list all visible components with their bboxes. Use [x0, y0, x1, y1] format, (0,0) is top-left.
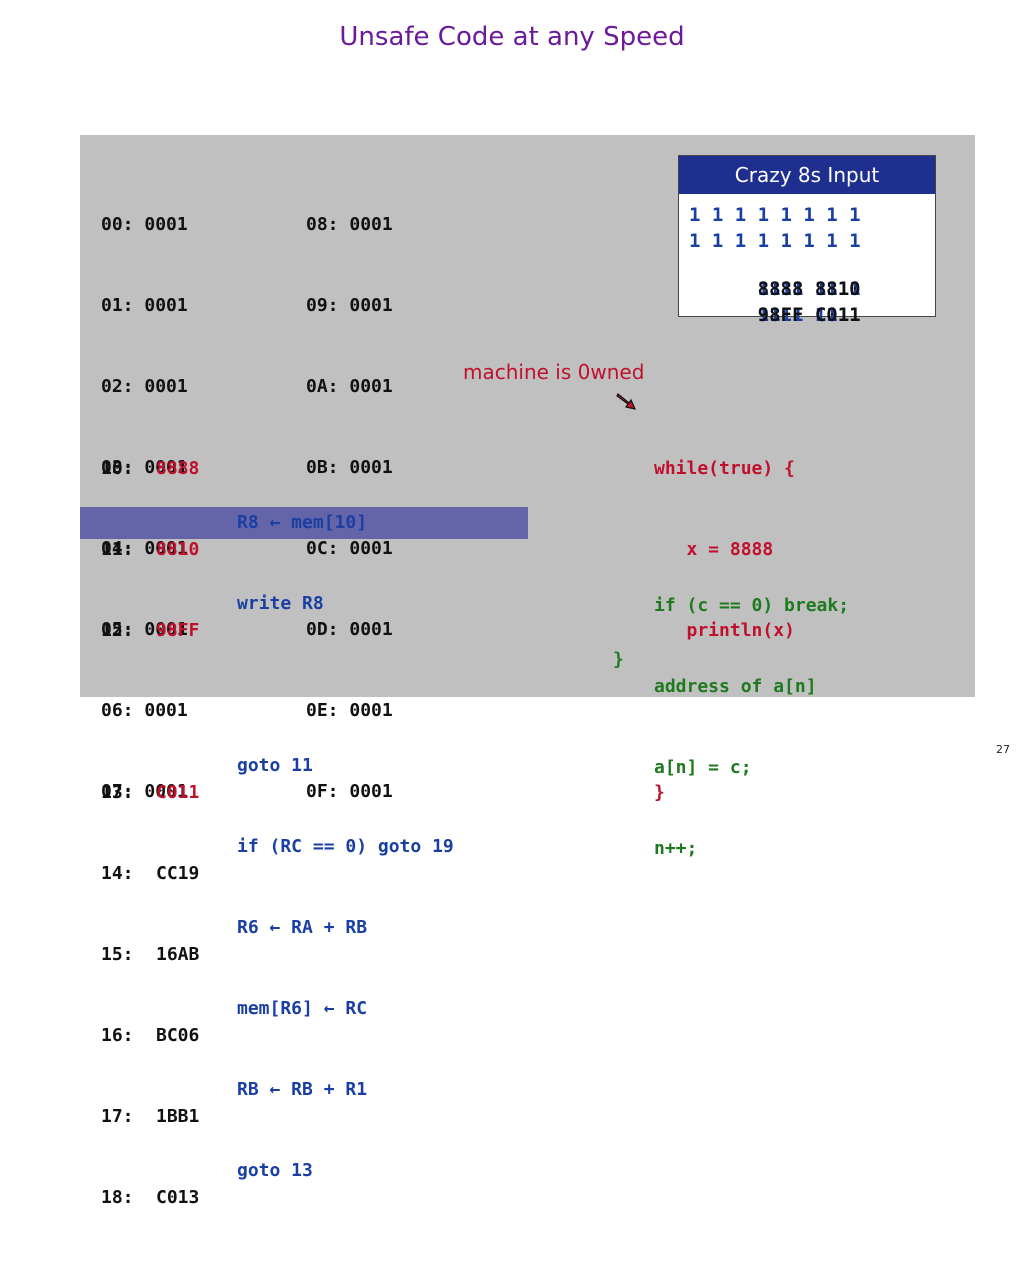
- program-code: 16AB: [156, 944, 200, 965]
- page-number: 27: [996, 743, 1010, 756]
- memory-row: 00: 0001: [101, 214, 188, 235]
- slide-title: Unsafe Code at any Speed: [339, 22, 685, 52]
- input-row-value: 98FF C011: [757, 304, 861, 326]
- program-addr: 11:: [101, 539, 134, 560]
- program-addr: 10:: [101, 458, 134, 479]
- current-instruction-highlight: [80, 507, 528, 539]
- pointer-arrow-icon: [616, 393, 637, 410]
- java-line: println(x): [654, 620, 795, 641]
- asm-line: R6 ← RA + RB: [237, 917, 368, 938]
- input-row-crossed: 1111 1111: [757, 304, 861, 326]
- program-code: C013: [156, 1187, 200, 1208]
- memory-row: 0D: 0001: [306, 619, 393, 640]
- asm-line: goto 13: [237, 1160, 313, 1181]
- asm-line: if (RC == 0) goto 19: [237, 836, 454, 857]
- memory-row: 0C: 0001: [306, 538, 393, 559]
- program-addr: 16:: [101, 1025, 134, 1046]
- java-loop: while(true) { x = 8888 println(x) }: [654, 401, 795, 860]
- program-addresses: 10: 11: 12: 13: 14: 15: 16: 17: 18:: [101, 401, 144, 1265]
- program-addr: 13:: [101, 782, 134, 803]
- java-line: while(true) {: [654, 458, 795, 479]
- memory-row: 03: 0001: [101, 457, 188, 478]
- owned-annotation: machine is 0wned: [463, 360, 645, 384]
- program-code: 1BB1: [156, 1106, 200, 1127]
- java-close-brace: }: [613, 649, 624, 670]
- memory-row: 0E: 0001: [306, 700, 393, 721]
- input-row: 1 1 1 1 1 1 1 1: [689, 204, 861, 226]
- program-code: 8888: [156, 458, 200, 479]
- memory-row: 04: 0001: [101, 538, 188, 559]
- program-addr: 14:: [101, 863, 134, 884]
- program-code: 98FF: [156, 620, 200, 641]
- program-codes: 8888 8810 98FF C011 CC19 16AB BC06 1BB1 …: [156, 401, 199, 1265]
- memory-row: 0B: 0001: [306, 457, 393, 478]
- java-body: if (c == 0) break; address of a[n] a[n] …: [654, 538, 849, 916]
- crazy8-title: Crazy 8s Input: [679, 156, 935, 194]
- input-row-value: 8888 8810: [757, 278, 861, 300]
- asm-line: write R8: [237, 593, 324, 614]
- input-row: 1 1 1 1 1 1 1 1: [689, 230, 861, 252]
- java-line: n++;: [654, 838, 698, 859]
- asm-line: RB ← RB + R1: [237, 1079, 368, 1100]
- crazy8-body: 1 1 1 1 1 1 1 1 1 1 1 1 1 1 1 1 1111 111…: [689, 204, 861, 326]
- input-row-crossed: 1111 1111: [757, 278, 861, 300]
- asm-line: R8 ← mem[10]: [237, 512, 368, 533]
- program-code: 8810: [156, 539, 200, 560]
- memory-row: 08: 0001: [306, 214, 393, 235]
- memory-row: 01: 0001: [101, 295, 188, 316]
- memory-row: 06: 0001: [101, 700, 188, 721]
- asm-line: mem[R6] ← RC: [237, 998, 368, 1019]
- memory-row: 02: 0001: [101, 376, 188, 397]
- memory-row: 05: 0001: [101, 619, 188, 640]
- java-line: x = 8888: [654, 539, 774, 560]
- java-line: address of a[n]: [654, 676, 817, 697]
- memory-row: 09: 0001: [306, 295, 393, 316]
- program-addr: 18:: [101, 1187, 134, 1208]
- program-addr: 12:: [101, 620, 134, 641]
- crazy8-input-box: Crazy 8s Input 1 1 1 1 1 1 1 1 1 1 1 1 1…: [678, 155, 936, 326]
- program-asm: R8 ← mem[10] write R8 goto 11 if (RC == …: [237, 401, 454, 1238]
- program-addr: 15:: [101, 944, 134, 965]
- program-code: CC19: [156, 863, 200, 884]
- program-code: BC06: [156, 1025, 200, 1046]
- memory-row: 0A: 0001: [306, 376, 393, 397]
- java-line: if (c == 0) break;: [654, 595, 850, 616]
- program-addr: 17:: [101, 1106, 134, 1127]
- asm-line: goto 11: [237, 755, 313, 776]
- memory-left: 00: 0001 01: 0001 02: 0001 03: 0001 04: …: [101, 157, 188, 859]
- program-code: C011: [156, 782, 200, 803]
